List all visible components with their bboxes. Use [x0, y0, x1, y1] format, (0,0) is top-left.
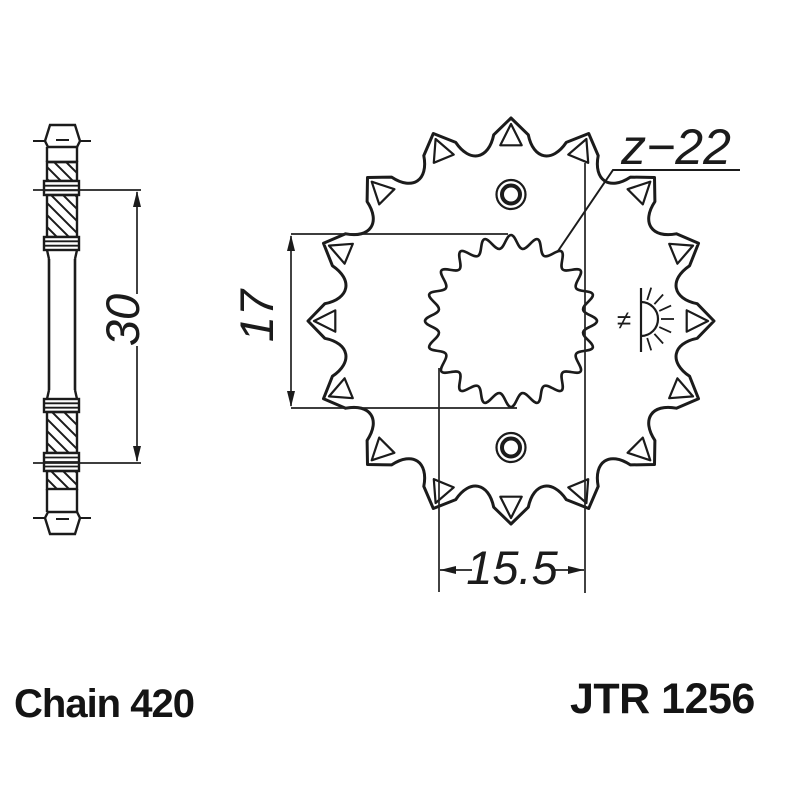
width-dimension [33, 189, 141, 464]
bolt-hole-bottom [495, 431, 527, 464]
side-hatch-4 [45, 469, 79, 491]
root-dimension [438, 163, 586, 593]
surface-finish-rays [646, 287, 674, 351]
surface-finish-icon: ≠ [617, 287, 674, 352]
side-band-4-lines [44, 456, 79, 468]
sun-ray [653, 293, 664, 305]
side-band-2-lines [44, 240, 79, 247]
od-ext-lines [291, 233, 517, 409]
side-band-3 [42, 397, 81, 414]
sun-ray [646, 337, 653, 351]
bolt-hole-top [495, 178, 527, 211]
side-section-plain-top [45, 147, 79, 164]
outer-gear-outline [306, 116, 716, 526]
side-band-1 [42, 179, 81, 197]
od-arrow-up [287, 235, 295, 251]
sun-ray [658, 326, 672, 334]
sun-ray [653, 333, 664, 345]
teeth-count-callout: z−22 [557, 119, 740, 252]
spline-bore-outline [423, 233, 599, 409]
root-dimension-value: 15.5 [466, 541, 558, 594]
side-bottom-tooth-ticks [33, 517, 91, 520]
surface-finish-halfsun [640, 300, 660, 338]
side-stem [47, 259, 77, 390]
root-ext-lines [438, 163, 586, 593]
side-hatch-1 [45, 160, 79, 183]
side-taper-bottom [45, 389, 79, 400]
width-dimension-value: 30 [96, 294, 149, 346]
width-arrow-up [133, 191, 141, 207]
side-section-plain-bottom [45, 489, 79, 512]
root-arrow-right [568, 566, 584, 574]
sun-ray [646, 287, 653, 301]
side-top-tooth-ticks [33, 139, 91, 142]
od-dimension [287, 233, 517, 409]
side-band-3-lines [44, 402, 79, 409]
teeth-count-label: z−22 [620, 119, 731, 175]
side-band-2 [42, 235, 81, 252]
chain-size-label: Chain 420 [14, 682, 195, 726]
side-hatch-3 [45, 410, 79, 455]
hardness-mark: ≠ [617, 305, 631, 335]
side-taper-top [45, 249, 79, 260]
width-arrow-down [133, 446, 141, 462]
side-top-tooth [43, 123, 82, 149]
sun-ray [658, 304, 672, 312]
root-arrow-left [440, 566, 456, 574]
od-arrow-down [287, 391, 295, 407]
od-dimension-value: 17 [230, 288, 283, 342]
part-number-label: JTR 1256 [570, 675, 755, 723]
side-view [33, 123, 91, 536]
width-ext-lines [33, 189, 141, 464]
front-view [306, 116, 716, 526]
side-bottom-tooth [43, 510, 82, 536]
side-hatch-2 [45, 193, 79, 239]
tooth-chamfer-marks [312, 122, 710, 520]
leader-line [557, 169, 740, 252]
